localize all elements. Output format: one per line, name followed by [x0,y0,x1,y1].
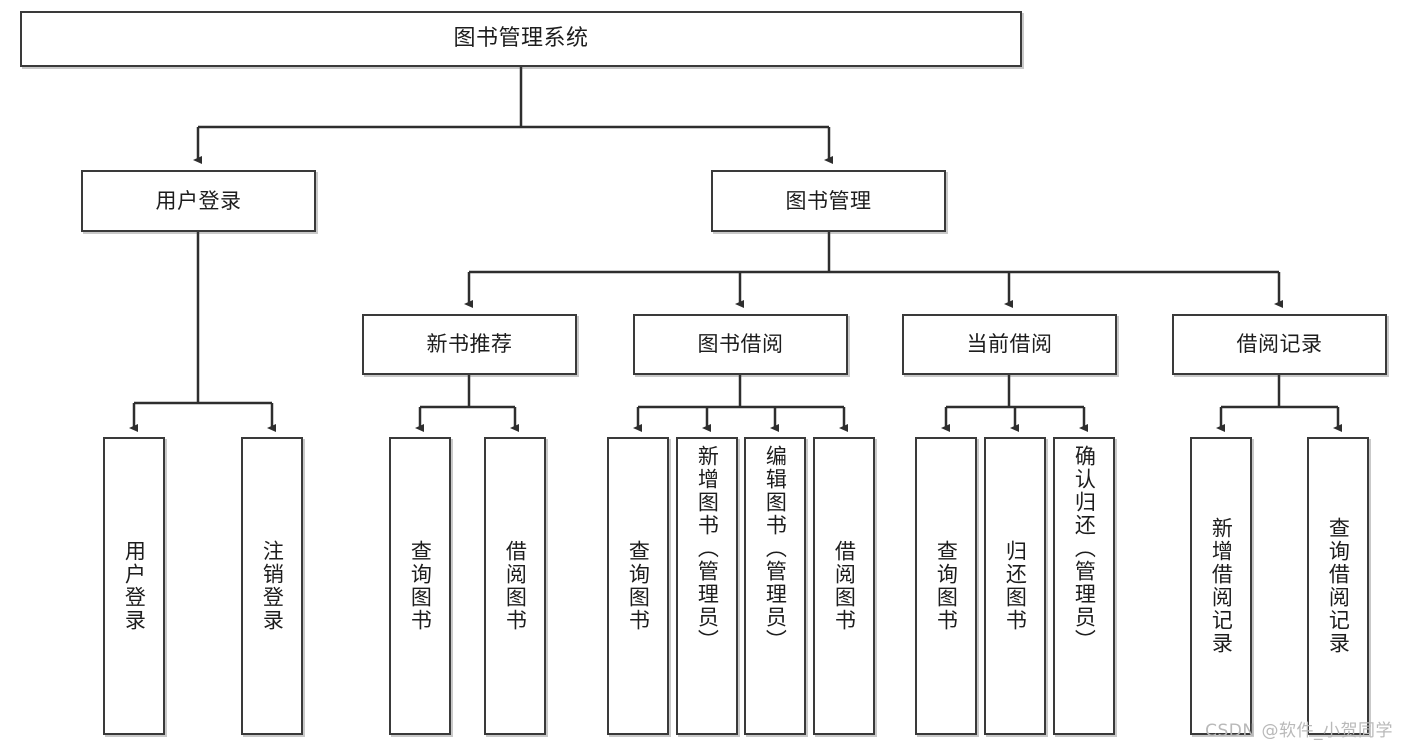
leaf-add-book-admin[interactable]: 新增图书（管理员） [676,437,738,735]
leaf-logout-label: 注销登录 [260,540,285,632]
node-root-label: 图书管理系统 [453,26,589,52]
leaf-confirm-return-admin[interactable]: 确认归还（管理员） [1053,437,1115,735]
leaf-return-book-label: 归还图书 [1003,540,1028,632]
leaf-query-borrow-record-label: 查询借阅记录 [1326,517,1351,655]
leaf-query-book-recommend[interactable]: 查询图书 [389,437,451,735]
watermark: CSDN @软件_小贺同学 [1205,721,1393,741]
node-user-login[interactable]: 用户登录 [81,170,316,232]
leaf-query-borrow-record[interactable]: 查询借阅记录 [1307,437,1369,735]
node-new-book-recommend[interactable]: 新书推荐 [362,314,577,375]
node-borrow-record-label: 借阅记录 [1236,332,1323,357]
node-user-login-label: 用户登录 [155,188,242,213]
leaf-query-book-current-label: 查询图书 [934,540,959,632]
node-current-borrow-label: 当前借阅 [966,332,1053,357]
node-book-borrow-label: 图书借阅 [697,332,784,357]
leaf-return-book[interactable]: 归还图书 [984,437,1046,735]
node-borrow-record[interactable]: 借阅记录 [1172,314,1387,375]
node-book-borrow[interactable]: 图书借阅 [633,314,848,375]
leaf-add-borrow-record-label: 新增借阅记录 [1209,517,1234,655]
node-book-management-label: 图书管理 [785,188,872,213]
leaf-edit-book-admin-label: 编辑图书（管理员） [763,445,788,652]
leaf-confirm-return-admin-label: 确认归还（管理员） [1072,445,1097,652]
leaf-borrow-book-recommend-label: 借阅图书 [503,540,528,632]
leaf-add-book-admin-label: 新增图书（管理员） [695,445,720,652]
leaf-add-borrow-record[interactable]: 新增借阅记录 [1190,437,1252,735]
leaf-user-login-label: 用户登录 [122,540,147,632]
node-book-management[interactable]: 图书管理 [711,170,946,232]
leaf-query-book-current[interactable]: 查询图书 [915,437,977,735]
node-root[interactable]: 图书管理系统 [20,11,1022,67]
leaf-query-book-borrow-label: 查询图书 [626,540,651,632]
node-new-book-recommend-label: 新书推荐 [426,332,513,357]
leaf-edit-book-admin[interactable]: 编辑图书（管理员） [744,437,806,735]
leaf-logout[interactable]: 注销登录 [241,437,303,735]
leaf-borrow-book-recommend[interactable]: 借阅图书 [484,437,546,735]
leaf-user-login[interactable]: 用户登录 [103,437,165,735]
leaf-query-book-recommend-label: 查询图书 [408,540,433,632]
leaf-borrow-book[interactable]: 借阅图书 [813,437,875,735]
node-current-borrow[interactable]: 当前借阅 [902,314,1117,375]
leaf-query-book-borrow[interactable]: 查询图书 [607,437,669,735]
leaf-borrow-book-label: 借阅图书 [832,540,857,632]
